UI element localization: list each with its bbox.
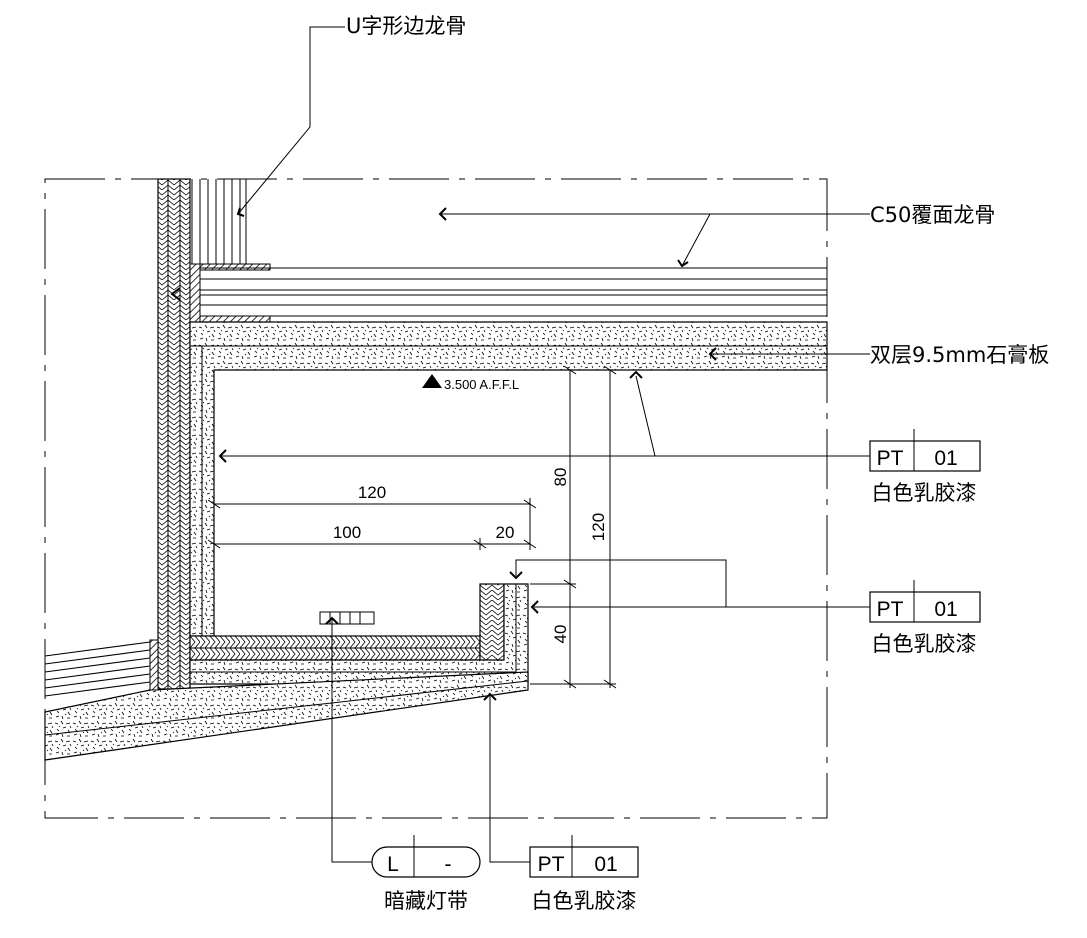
gypsum-board-label: 双层9.5mm石膏板 xyxy=(870,343,1049,367)
elevation-label: 3.500 A.F.F.L xyxy=(444,377,519,392)
tag-description: 白色乳胶漆 xyxy=(532,889,637,913)
leader-lines xyxy=(220,26,870,863)
dim-20: 20 xyxy=(496,523,515,542)
detail-boundary xyxy=(44,178,828,819)
upper-wall-panel xyxy=(191,179,247,264)
paint-tag-2: PT 01 白色乳胶漆 xyxy=(869,580,981,656)
tag-code: L xyxy=(387,853,399,876)
c50-keel xyxy=(200,267,827,317)
dim-40: 40 xyxy=(551,625,570,644)
tag-description: 白色乳胶漆 xyxy=(872,632,977,656)
tag-code: PT xyxy=(538,853,565,876)
tag-code: PT xyxy=(877,447,904,470)
sloped-ceiling xyxy=(44,671,529,761)
dim-120-horizontal: 120 xyxy=(358,483,386,502)
elevation-triangle-icon xyxy=(422,374,442,388)
paint-tag-1: PT 01 白色乳胶漆 xyxy=(869,429,981,505)
u-channel xyxy=(189,263,271,271)
tag-code: PT xyxy=(877,598,904,621)
dim-100: 100 xyxy=(333,523,361,542)
upstand xyxy=(479,583,505,665)
light-tag: L - 暗藏灯带 xyxy=(371,835,481,913)
c50-keel-label: C50覆面龙骨 xyxy=(870,203,995,227)
tag-number: 01 xyxy=(934,598,957,621)
leader-arrows xyxy=(170,207,717,701)
u-keel-label: U字形边龙骨 xyxy=(346,14,466,38)
upstand-board xyxy=(189,583,529,685)
tag-description: 白色乳胶漆 xyxy=(872,481,977,505)
vertical-wall xyxy=(157,178,191,690)
tag-number: 01 xyxy=(594,853,617,876)
tag-description: 暗藏灯带 xyxy=(384,889,468,913)
tag-number: 01 xyxy=(934,447,957,470)
tag-number: - xyxy=(445,853,452,876)
paint-tag-3: PT 01 白色乳胶漆 xyxy=(529,835,639,913)
light-strip-fixture xyxy=(319,611,375,625)
dimension-lines xyxy=(207,365,617,689)
lower-wall-boards xyxy=(44,641,151,697)
dim-120-vertical: 120 xyxy=(589,513,608,541)
dim-80: 80 xyxy=(551,468,570,487)
